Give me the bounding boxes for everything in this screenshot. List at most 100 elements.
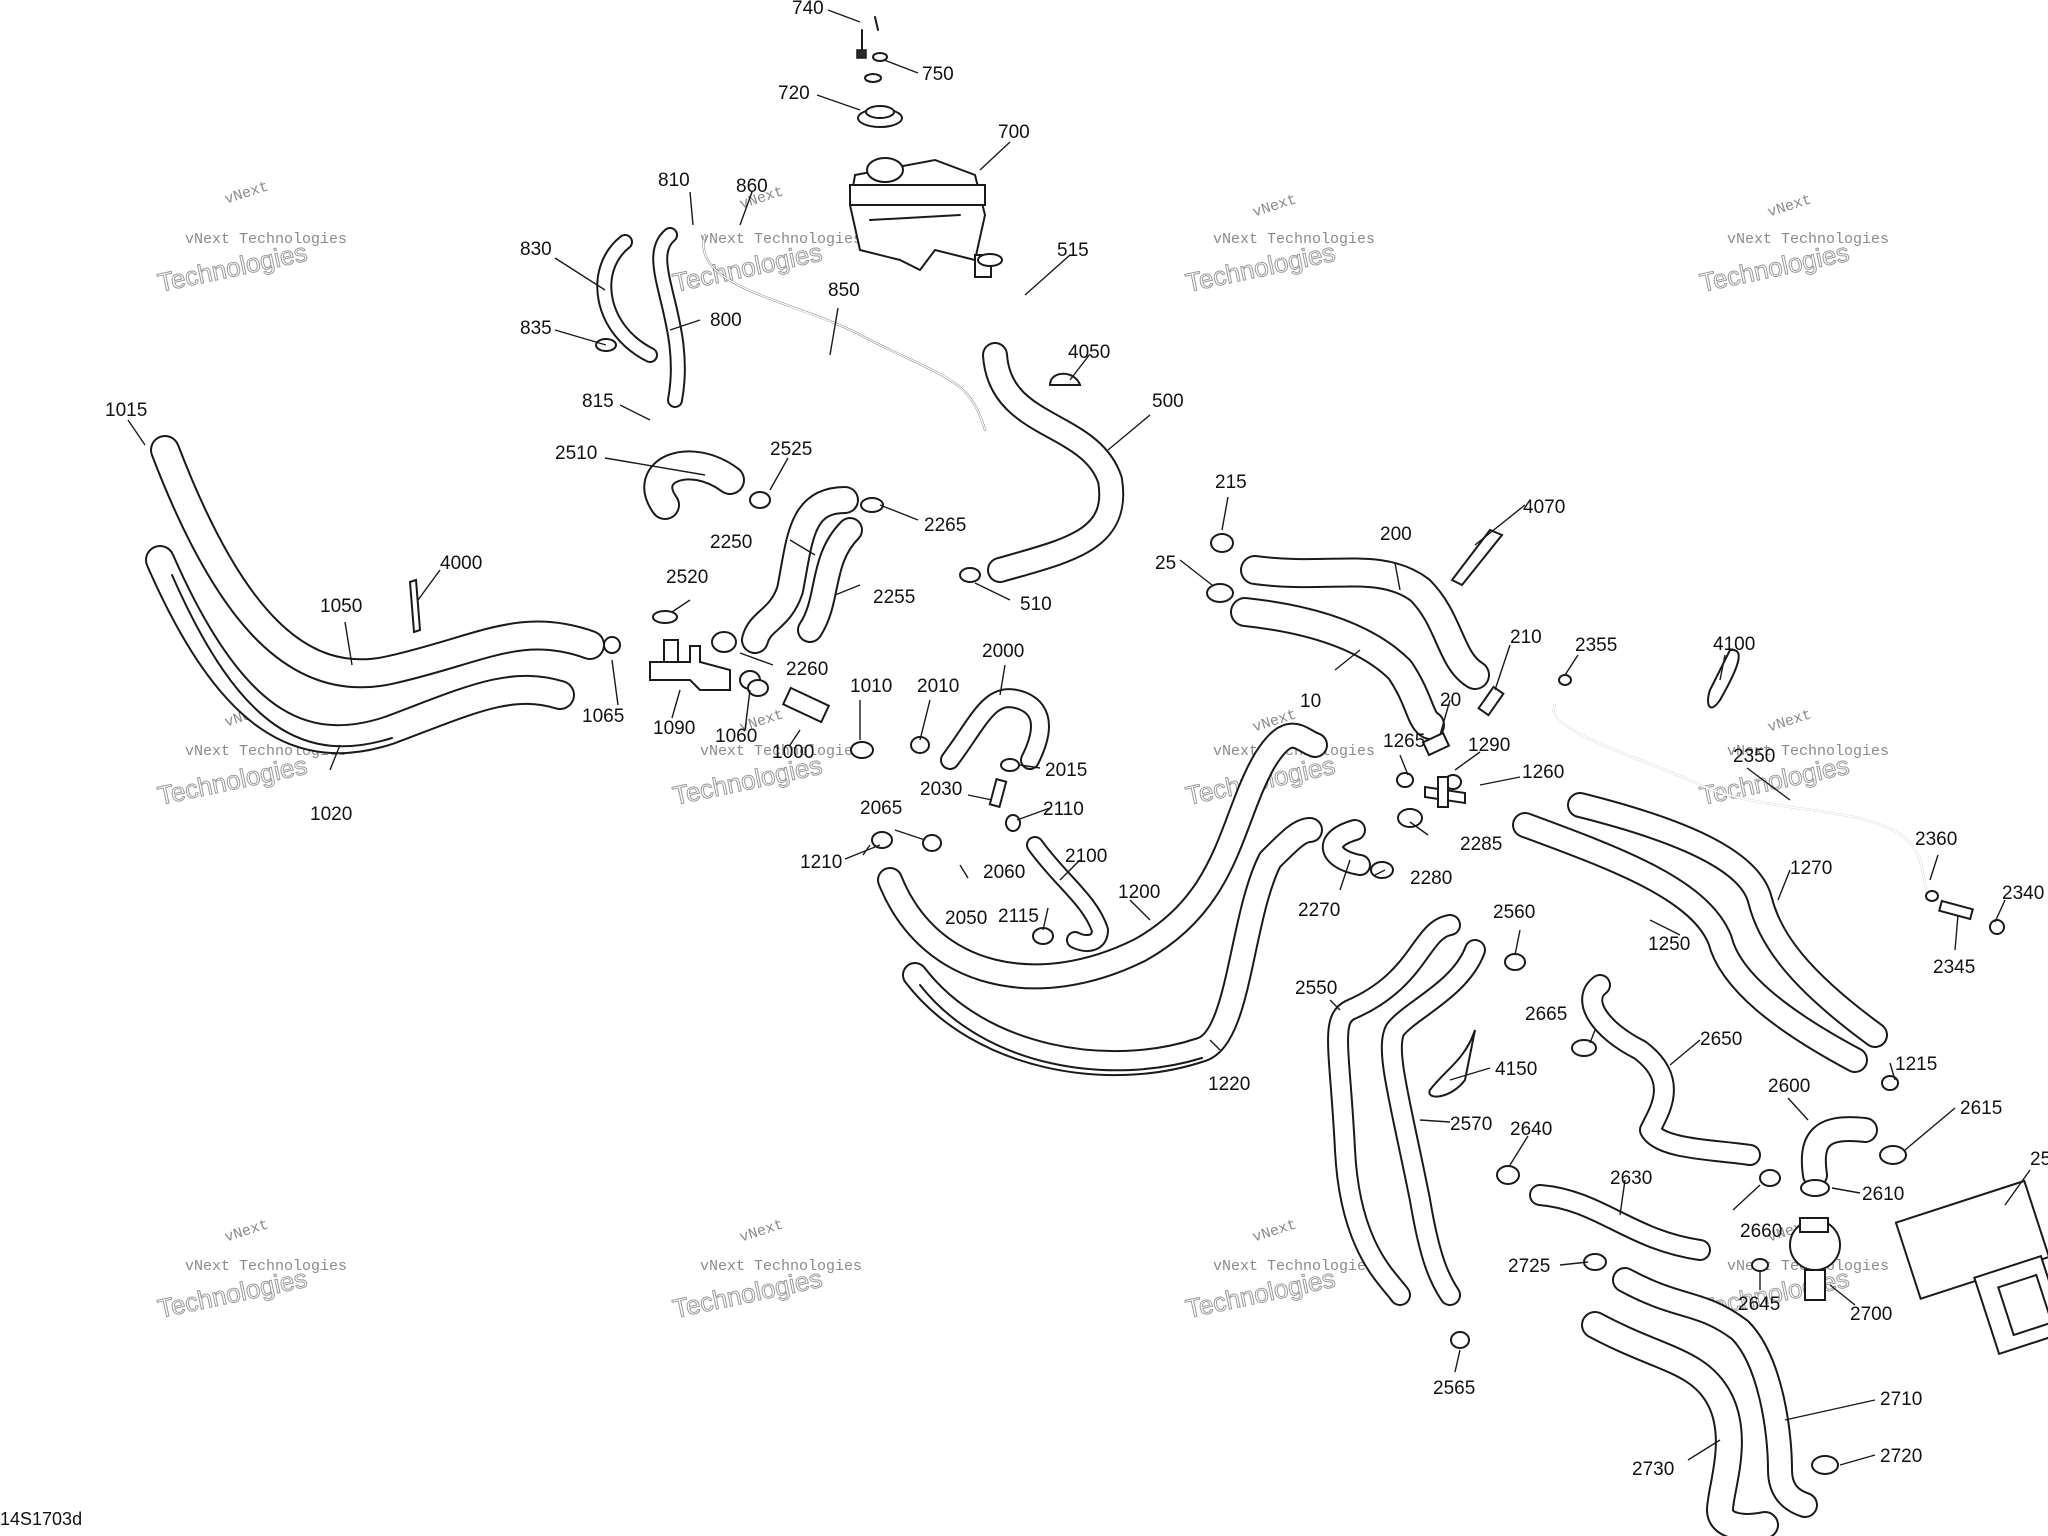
callout-2000: 2000 [982,641,1024,662]
callout-515: 515 [1057,240,1089,261]
callout-2065: 2065 [860,798,902,819]
leader-group [127,9,2031,1466]
watermark: vNext [223,178,271,208]
callout-720: 720 [778,83,810,104]
callout-2030: 2030 [920,779,962,800]
callout-2355: 2355 [1575,635,1617,656]
callout-4000: 4000 [440,553,482,574]
callout-2115: 2115 [998,906,1039,927]
callout-1020: 1020 [310,804,352,825]
watermark-line1: vNext [1766,706,1814,736]
watermark-line1: vNext [1251,191,1299,221]
hose-group [145,227,1931,1536]
callout-2360: 2360 [1915,829,1957,850]
callout-2250: 2250 [710,532,752,553]
diagram-code: 14S1703d [0,1509,82,1529]
callout-2280: 2280 [1410,868,1452,889]
callout-1010: 1010 [850,676,892,697]
callout-2720: 2720 [1880,1446,1922,1467]
callout-2725: 2725 [1508,1256,1550,1277]
callout-2550: 2550 [1295,978,1337,999]
callout-4100: 4100 [1713,634,1755,655]
callout-2570: 2570 [1450,1114,1492,1135]
watermark-line2: vNext Technologies [700,231,862,248]
callout-2610: 2610 [1862,1184,1904,1205]
callout-2730: 2730 [1632,1459,1674,1480]
callout-210: 210 [1510,627,1542,648]
callout-1200: 1200 [1118,882,1160,903]
watermark-line1: vNext [1251,1216,1299,1246]
callout-2700: 2700 [1850,1304,1892,1325]
watermark-group: vNext vNext Technologies Technologies vN… [155,178,1890,1324]
watermark-line2: vNext Technologies [1213,231,1375,248]
callout-1270: 1270 [1790,858,1832,879]
callout-1220: 1220 [1208,1074,1250,1095]
callout-835: 835 [520,318,552,339]
callout-510: 510 [1020,594,1052,615]
callout-2010: 2010 [917,676,959,697]
callout-2110: 2110 [1043,799,1084,820]
expansion-tank [848,157,992,278]
thermostat-housing [1789,1217,1841,1301]
parts-group [408,16,2048,1475]
callout-850: 850 [828,280,860,301]
callout-500: 500 [1152,391,1184,412]
watermark-line1: vNext [223,1216,271,1246]
callout-830: 830 [520,239,552,260]
callout-200: 200 [1380,524,1412,545]
watermark-line2: vNext Technologies [185,231,347,248]
watermark-line2: vNext Technologies [1727,743,1889,760]
callout-group: 740 750 720 700 810 860 830 800 835 815 … [105,0,2048,1480]
callout-2100: 2100 [1065,846,1107,867]
callout-860: 860 [736,176,768,197]
callout-1015: 1015 [105,400,147,421]
callout-2520: 2520 [666,567,708,588]
callout-2060: 2060 [983,862,1025,883]
watermark-line1: vNext [1766,191,1814,221]
callout-2645: 2645 [1738,1294,1780,1315]
watermark-line2: vNext Technologies [185,1258,347,1275]
watermark-line2: vNext Technologies [700,1258,862,1275]
callout-1290: 1290 [1468,735,1510,756]
callout-1090: 1090 [653,718,695,739]
watermark-line2: vNext Technologies [1213,1258,1375,1275]
watermark-line1: vNext [223,178,271,208]
callout-2255: 2255 [873,587,915,608]
callout-700: 700 [998,122,1030,143]
callout-750: 750 [922,64,954,85]
callout-1250: 1250 [1648,934,1690,955]
callout-25__: 25__ [2030,1149,2048,1170]
callout-2710: 2710 [1880,1389,1922,1410]
callout-2630: 2630 [1610,1168,1652,1189]
callout-800: 800 [710,310,742,331]
callout-1000: 1000 [772,742,814,763]
callout-2050: 2050 [945,908,987,929]
clamp-group [595,253,2005,1475]
callout-4070: 4070 [1523,497,1565,518]
callout-2260: 2260 [786,659,828,680]
callout-1050: 1050 [320,596,362,617]
callout-4150: 4150 [1495,1059,1537,1080]
callout-2510: 2510 [555,443,597,464]
callout-4050: 4050 [1068,342,1110,363]
callout-2615: 2615 [1960,1098,2002,1119]
heat-exchanger [1894,1179,2048,1356]
callout-2665: 2665 [1525,1004,1567,1025]
callout-2350: 2350 [1733,746,1775,767]
callout-2265: 2265 [924,515,966,536]
callout-740: 740 [792,0,824,19]
callout-1215: 1215 [1895,1054,1937,1075]
callout-2525: 2525 [770,439,812,460]
callout-1265: 1265 [1383,731,1425,752]
callout-2640: 2640 [1510,1119,1552,1140]
callout-2015: 2015 [1045,760,1087,781]
callout-815: 815 [582,391,614,412]
hose-2650 [1581,974,1761,1166]
callout-20: 20 [1440,690,1461,711]
callout-2340: 2340 [2002,883,2044,904]
callout-2270: 2270 [1298,900,1340,921]
callout-215: 215 [1215,472,1247,493]
callout-1065: 1065 [582,706,624,727]
watermark-line1: vNext [738,1216,786,1246]
